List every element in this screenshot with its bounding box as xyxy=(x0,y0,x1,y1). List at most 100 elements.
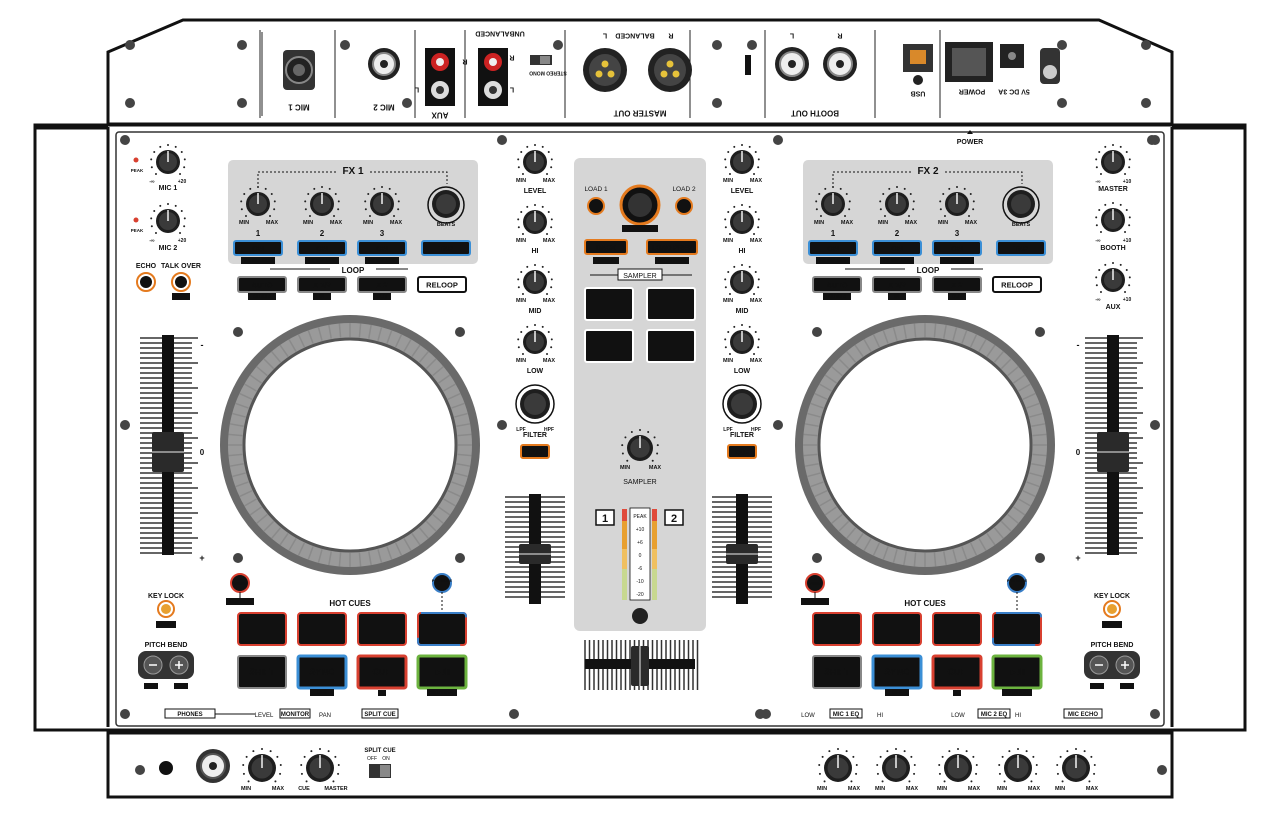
jog-platter[interactable] xyxy=(817,337,1033,553)
crossfader[interactable] xyxy=(584,640,699,690)
pitch-bend-buttons[interactable] xyxy=(1084,651,1140,689)
pitch-bend-buttons[interactable] xyxy=(138,651,194,689)
tap-button-body[interactable] xyxy=(996,240,1046,256)
back-button[interactable]: BACK xyxy=(584,239,628,255)
play-pause-button-body[interactable] xyxy=(991,654,1043,690)
loop-half-button[interactable]: X 1/2 xyxy=(297,276,347,293)
loop-half-button-body[interactable] xyxy=(297,276,347,293)
booth-out-left-jack[interactable] xyxy=(775,47,809,81)
key-lock-button[interactable] xyxy=(157,600,175,618)
sampler-pad-3[interactable] xyxy=(584,329,634,363)
mic2-jack[interactable] xyxy=(368,48,400,80)
loop-auto-button-body[interactable] xyxy=(237,276,287,293)
sync-button-body[interactable] xyxy=(296,654,348,690)
master-level-knob[interactable] xyxy=(1095,144,1131,176)
shift-button[interactable]: SHIFT xyxy=(812,655,862,689)
cue-button[interactable]: CUE xyxy=(356,654,408,690)
vinyl-button[interactable]: VINYL xyxy=(805,573,825,593)
reloop-button-body[interactable] xyxy=(992,276,1042,293)
fx3-on-button-body[interactable] xyxy=(357,240,407,256)
left-channel-fader[interactable] xyxy=(505,494,565,604)
booth-out-right-jack[interactable] xyxy=(823,47,857,81)
loop-half-button[interactable]: X 1/2 xyxy=(872,276,922,293)
master-out-xlr-left[interactable] xyxy=(583,48,627,92)
reloop-button[interactable]: RELOOP xyxy=(417,276,467,293)
shift-button-body[interactable] xyxy=(812,655,862,689)
aux-rca-jacks[interactable] xyxy=(425,48,455,106)
hot-cue-pad-1[interactable] xyxy=(812,612,862,646)
loop-auto-button[interactable]: AUTO xyxy=(812,276,862,293)
back-button-body[interactable] xyxy=(584,239,628,255)
play-pause-button[interactable]: ►/II xyxy=(416,654,468,690)
sampler-pad-2[interactable] xyxy=(646,287,696,321)
aux-level-knob[interactable] xyxy=(1095,262,1131,294)
right-filter-knob[interactable] xyxy=(722,384,762,424)
mic1-xlr-jack[interactable] xyxy=(283,50,315,90)
beats-knob[interactable] xyxy=(1002,186,1040,224)
power-switch[interactable] xyxy=(945,42,993,82)
loop-half-button-body[interactable] xyxy=(872,276,922,293)
fx2-on-button[interactable]: ON xyxy=(872,240,922,256)
tap-button[interactable]: TAP xyxy=(421,240,471,256)
jog-wheel[interactable] xyxy=(220,315,480,575)
fx1-on-button-body[interactable] xyxy=(808,240,858,256)
right-cue-button-body[interactable] xyxy=(727,444,757,459)
left-cue-button-body[interactable] xyxy=(520,444,550,459)
dc-jack[interactable] xyxy=(1000,44,1024,68)
library-encoder[interactable] xyxy=(619,184,661,226)
key-lock-button[interactable] xyxy=(1103,600,1121,618)
sampler-pad-4[interactable] xyxy=(646,329,696,363)
tap-button[interactable]: TAP xyxy=(996,240,1046,256)
stereo-mono-switch[interactable] xyxy=(530,55,552,65)
beats-knob[interactable] xyxy=(427,186,465,224)
jog-platter[interactable] xyxy=(242,337,458,553)
pad-mode-button[interactable]: PAD MODE xyxy=(432,573,453,593)
ground-terminal[interactable] xyxy=(745,55,751,75)
fx1-on-button[interactable]: ON xyxy=(808,240,858,256)
sampler-pad-1[interactable] xyxy=(584,287,634,321)
fx1-on-button[interactable]: ON xyxy=(233,240,283,256)
left-pitch-fader[interactable] xyxy=(140,335,198,555)
hot-cue-pad-4[interactable] xyxy=(992,612,1042,646)
play-pause-button-body[interactable] xyxy=(416,654,468,690)
cue-button-body[interactable] xyxy=(931,654,983,690)
cue-button[interactable]: CUE xyxy=(931,654,983,690)
hot-cue-pad-3[interactable] xyxy=(932,612,982,646)
loop-double-button[interactable]: X 2 xyxy=(357,276,407,293)
hot-cue-pad-3[interactable] xyxy=(357,612,407,646)
tap-button-body[interactable] xyxy=(421,240,471,256)
pad-mode-button[interactable]: PAD MODE xyxy=(1007,573,1028,593)
headphone-jack[interactable] xyxy=(159,749,230,783)
hot-cue-pad-2[interactable] xyxy=(297,612,347,646)
loop-double-button[interactable]: X 2 xyxy=(932,276,982,293)
master-out-xlr-right[interactable] xyxy=(648,48,692,92)
load1-button[interactable] xyxy=(587,197,605,215)
fx2-on-button-body[interactable] xyxy=(297,240,347,256)
right-cue-button[interactable]: CUE xyxy=(727,444,757,459)
booth-level-knob[interactable] xyxy=(1095,202,1131,234)
sync-button[interactable]: SYNC xyxy=(871,654,923,690)
fx1-on-button-body[interactable] xyxy=(233,240,283,256)
unbalanced-rca-jacks[interactable] xyxy=(478,48,508,106)
split-cue-switch[interactable] xyxy=(369,764,391,778)
fx3-on-button[interactable]: ON xyxy=(357,240,407,256)
loop-auto-button-body[interactable] xyxy=(812,276,862,293)
load-prep-button-body[interactable] xyxy=(646,239,698,255)
shift-button-body[interactable] xyxy=(237,655,287,689)
fx2-on-button-body[interactable] xyxy=(872,240,922,256)
